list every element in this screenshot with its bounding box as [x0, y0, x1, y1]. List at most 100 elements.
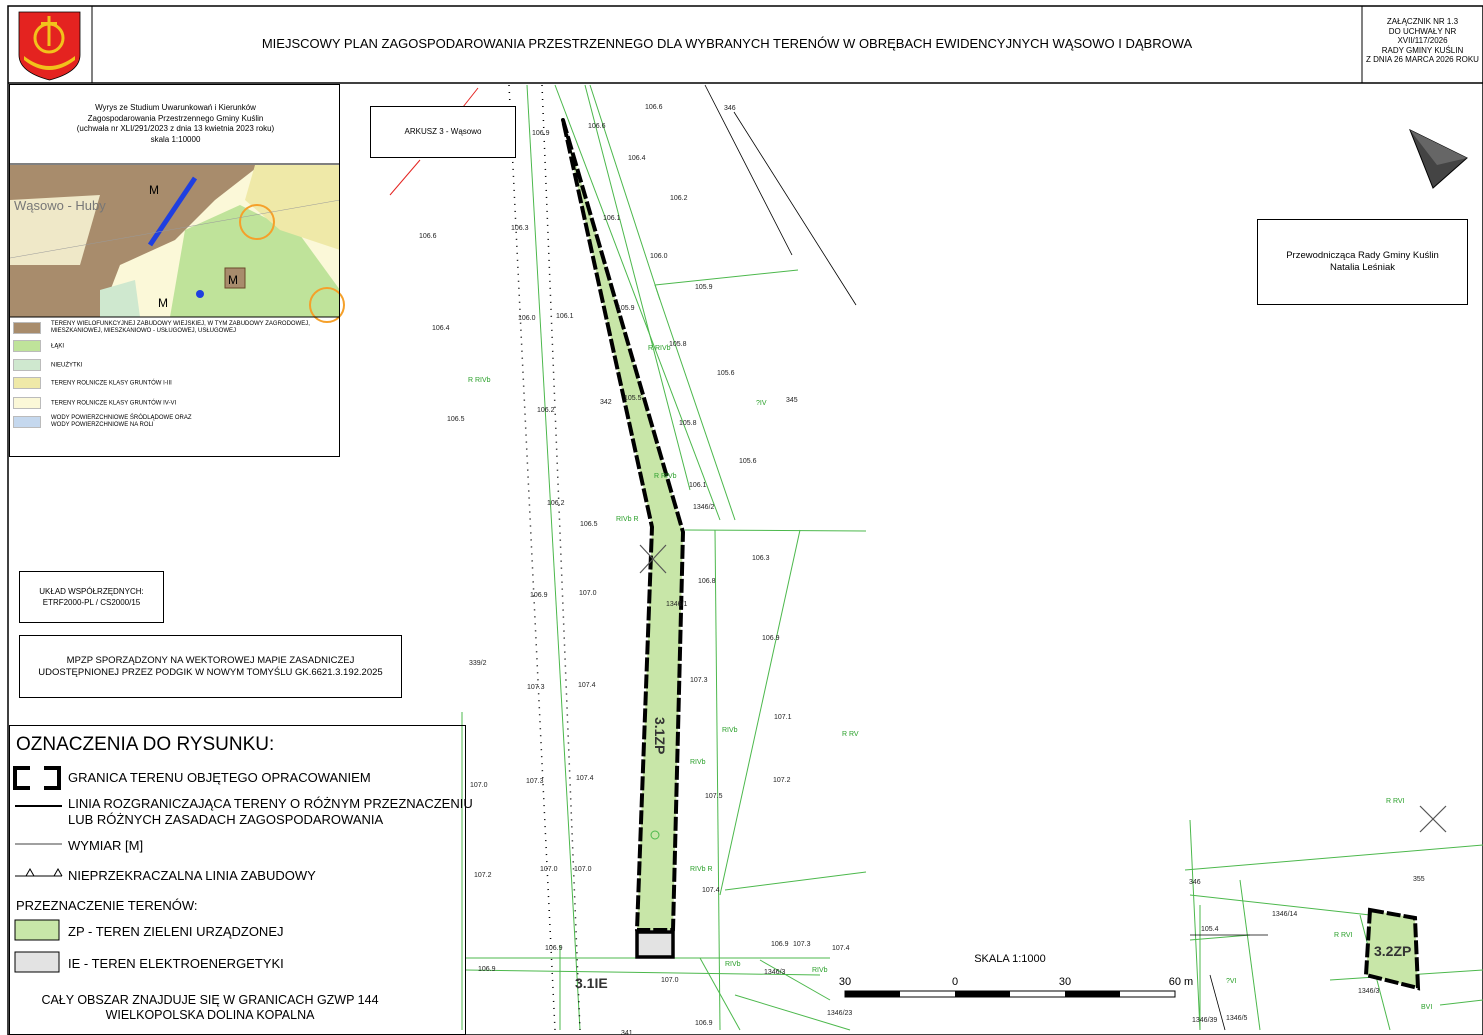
svg-text:?IV: ?IV: [756, 400, 767, 407]
svg-text:105.9: 105.9: [617, 305, 635, 312]
legend-symbols: [13, 766, 63, 973]
svg-text:107.3: 107.3: [793, 941, 811, 948]
zone-3-1zp[interactable]: [561, 118, 685, 932]
source-note: MPZP SPORZĄDZONY NA WEKTOROWEJ MAPIE ZAS…: [19, 635, 402, 698]
scale-label: SKALA 1:1000: [974, 953, 1046, 965]
svg-text:105.6: 105.6: [739, 458, 757, 465]
svg-text:107.3: 107.3: [527, 684, 545, 691]
svg-text:106.6: 106.6: [419, 233, 437, 240]
svg-text:BVI: BVI: [1421, 1004, 1432, 1011]
annex-info: ZAŁĄCZNIK NR 1.3 DO UCHWAŁY NR XVII/117/…: [1366, 17, 1479, 64]
svg-text:106.3: 106.3: [511, 225, 529, 232]
svg-text:106.9: 106.9: [762, 635, 780, 642]
svg-text:345: 345: [786, 397, 798, 404]
svg-text:106.1: 106.1: [689, 482, 707, 489]
svg-text:107.3: 107.3: [526, 778, 544, 785]
svg-text:105.8: 105.8: [669, 341, 687, 348]
study-extract: Wyrys ze Studium Uwarunkowań i Kierunków…: [9, 84, 340, 457]
svg-text:346: 346: [724, 105, 736, 112]
svg-text:105.8: 105.8: [679, 420, 697, 427]
svg-text:107.4: 107.4: [576, 775, 594, 782]
svg-text:RIVb: RIVb: [812, 967, 828, 974]
zone-label-3-1ie: 3.1IE: [575, 975, 608, 991]
svg-text:105.6: 105.6: [717, 370, 735, 377]
study-title: Wyrys ze Studium Uwarunkowań i Kierunków…: [76, 103, 275, 144]
legend-purpose-header: PRZEZNACZENIE TERENÓW:: [16, 898, 198, 913]
svg-text:106.8: 106.8: [698, 578, 716, 585]
svg-text:1346/3: 1346/3: [764, 969, 786, 976]
study-legend-item: TERENY ROLNICZE KLASY GRUNTÓW IV-VI: [13, 397, 176, 409]
svg-text:107.4: 107.4: [578, 682, 596, 689]
svg-text:106.9: 106.9: [545, 945, 563, 952]
zone-3-1ie[interactable]: [635, 930, 675, 959]
svg-text:106.9: 106.9: [771, 941, 789, 948]
chair-signature: Przewodnicząca Rady Gminy Kuślin Natalia…: [1257, 219, 1468, 305]
legend-dimension: WYMIAR [M]: [68, 838, 144, 853]
svg-text:107.0: 107.0: [579, 590, 597, 597]
svg-text:R RV: R RV: [842, 731, 859, 738]
svg-text:R RVI: R RVI: [1386, 798, 1405, 805]
svg-text:342: 342: [600, 399, 612, 406]
svg-text:RIVb: RIVb: [722, 727, 738, 734]
svg-text:?VI: ?VI: [1226, 978, 1237, 985]
svg-text:1346/2: 1346/2: [693, 504, 715, 511]
legend-line: LINIA ROZGRANICZAJĄCA TERENY O RÓŻNYM PR…: [68, 796, 473, 811]
svg-text:106.6: 106.6: [645, 104, 663, 111]
study-legend-item: WODY POWIERZCHNIOWE ŚRÓDLĄDOWE ORAZ WODY…: [13, 415, 343, 429]
svg-text:106.2: 106.2: [670, 195, 688, 202]
scale-tick: 30: [1059, 976, 1071, 988]
svg-text:R RIVb: R RIVb: [468, 377, 491, 384]
svg-text:106.5: 106.5: [447, 416, 465, 423]
scale-tick: 30: [839, 976, 851, 988]
svg-text:346: 346: [1189, 879, 1201, 886]
svg-text:107.2: 107.2: [474, 872, 492, 879]
legend-building-line: NIEPRZEKRACZALNA LINIA ZABUDOWY: [68, 868, 316, 883]
svg-text:1346/3: 1346/3: [1358, 988, 1380, 995]
svg-text:105.4: 105.4: [1201, 926, 1219, 933]
svg-text:106.6: 106.6: [588, 123, 606, 130]
svg-text:105.5: 105.5: [624, 395, 642, 402]
study-m-label: M: [158, 296, 168, 310]
svg-text:R RVI: R RVI: [1334, 932, 1353, 939]
coat-of-arms-icon: [18, 11, 81, 81]
scale-bar: [844, 990, 1176, 998]
legend-boundary: GRANICA TERENU OBJĘTEGO OPRACOWANIEM: [68, 770, 371, 785]
svg-text:107.0: 107.0: [470, 782, 488, 789]
svg-text:341: 341: [621, 1030, 633, 1035]
survey-lines: [461, 84, 1483, 1031]
svg-text:106.3: 106.3: [752, 555, 770, 562]
svg-text:106.9: 106.9: [478, 966, 496, 973]
svg-text:339/2: 339/2: [469, 660, 487, 667]
legend-zp: ZP - TEREN ZIELENI URZĄDZONEJ: [68, 924, 284, 939]
svg-text:106.2: 106.2: [547, 500, 565, 507]
svg-text:106.0: 106.0: [650, 253, 668, 260]
legend-line-cont: LUB RÓŻNYCH ZASADACH ZAGOSPODAROWANIA: [68, 812, 384, 827]
svg-text:R RIVb: R RIVb: [654, 473, 677, 480]
coordinate-system: UKŁAD WSPÓŁRZĘDNYCH: ETRF2000-PL / CS200…: [19, 571, 164, 623]
svg-text:107.3: 107.3: [690, 677, 708, 684]
svg-text:1346/5: 1346/5: [1226, 1015, 1248, 1022]
study-m-label: M: [228, 273, 238, 287]
svg-text:107.5: 107.5: [705, 793, 723, 800]
svg-text:R RIVb: R RIVb: [648, 345, 671, 352]
north-arrow-icon: [1409, 128, 1468, 189]
svg-text:RIVb R: RIVb R: [616, 516, 639, 523]
study-m-label: M: [149, 183, 159, 197]
scale-tick: 60 m: [1169, 976, 1193, 988]
svg-text:1346/14: 1346/14: [1272, 911, 1297, 918]
zone-3-2zp[interactable]: [1363, 907, 1421, 991]
legend-ie: IE - TEREN ELEKTROENERGETYKI: [68, 956, 284, 971]
svg-text:1346/1: 1346/1: [666, 601, 688, 608]
svg-text:106.4: 106.4: [628, 155, 646, 162]
svg-text:107.0: 107.0: [574, 866, 592, 873]
study-legend-item: ŁĄKI: [13, 340, 64, 352]
study-map: [9, 165, 345, 323]
svg-text:106.1: 106.1: [603, 215, 621, 222]
svg-text:1346/23: 1346/23: [827, 1010, 852, 1017]
zone-label-3-1zp: 3.1ZP: [652, 717, 668, 754]
scale-tick: 0: [952, 976, 958, 988]
svg-text:105.9: 105.9: [695, 284, 713, 291]
svg-text:107.0: 107.0: [661, 977, 679, 984]
svg-text:106.4: 106.4: [432, 325, 450, 332]
